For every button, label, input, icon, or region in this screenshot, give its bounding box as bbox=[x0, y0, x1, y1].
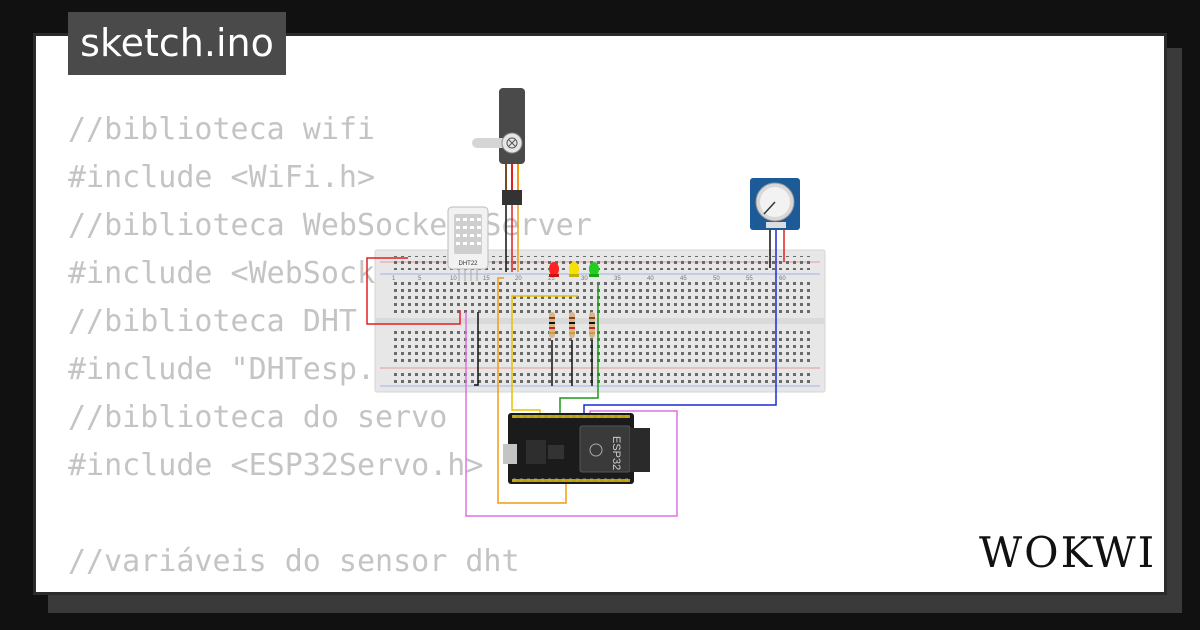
breadboard: 1 5 10 15 20 25 30 35 40 45 50 55 60 bbox=[374, 249, 826, 393]
breadboard-column-label: 30 bbox=[581, 276, 588, 282]
breadboard-column-label: 25 bbox=[548, 276, 555, 282]
breadboard-column-label: 1 bbox=[392, 276, 396, 282]
breadboard-column-label: 60 bbox=[779, 276, 786, 282]
led-red bbox=[549, 262, 559, 277]
resistors bbox=[549, 312, 595, 338]
resistor bbox=[569, 312, 575, 338]
led-yellow bbox=[569, 262, 579, 277]
code-line: //variáveis do sensor dht bbox=[68, 544, 520, 579]
esp32-label: ESP32 bbox=[610, 436, 622, 470]
brand-name: WOKWI bbox=[979, 528, 1153, 577]
wire-red bbox=[366, 257, 461, 325]
servo-motor bbox=[472, 88, 525, 205]
resistor bbox=[549, 312, 555, 338]
breadboard-column-label: 15 bbox=[483, 276, 490, 282]
wire-green bbox=[559, 285, 599, 418]
code-line: //biblioteca DHT bbox=[68, 304, 357, 339]
breadboard-column-label: 55 bbox=[746, 276, 753, 282]
breadboard-column-label: 20 bbox=[515, 276, 522, 282]
breadboard-column-label: 40 bbox=[647, 276, 654, 282]
breadboard-column-label: 5 bbox=[418, 276, 422, 282]
dht22-label: DHT22 bbox=[458, 261, 478, 267]
resistor bbox=[589, 312, 595, 338]
wire-black bbox=[474, 312, 479, 386]
led-green bbox=[589, 262, 599, 277]
wire-yellow bbox=[511, 295, 578, 418]
esp32-board: ESP32 bbox=[503, 413, 650, 484]
breadboard-column-label: 50 bbox=[713, 276, 720, 282]
code-line: //biblioteca wifi bbox=[68, 112, 376, 147]
code-line: //biblioteca do servo bbox=[68, 400, 448, 435]
breadboard-column-label: 35 bbox=[614, 276, 621, 282]
code-line: #include <WiFi.h> bbox=[68, 160, 376, 195]
code-line: #include <ESP32Servo.h> bbox=[68, 448, 484, 483]
file-tab[interactable]: sketch.ino bbox=[68, 12, 286, 75]
wire-orange-signal bbox=[497, 277, 567, 504]
dht22-sensor: DHT22 bbox=[447, 206, 489, 281]
wire-blue bbox=[583, 230, 777, 418]
wires bbox=[366, 205, 785, 517]
breadboard-column-label: 10 bbox=[450, 276, 457, 282]
potentiometer bbox=[750, 178, 800, 230]
code-line: //biblioteca WebSocketsServer bbox=[68, 208, 592, 243]
wire-pink bbox=[465, 312, 678, 517]
breadboard-column-label: 45 bbox=[680, 276, 687, 282]
wokwi-logo: WOKWI bbox=[979, 528, 1153, 577]
